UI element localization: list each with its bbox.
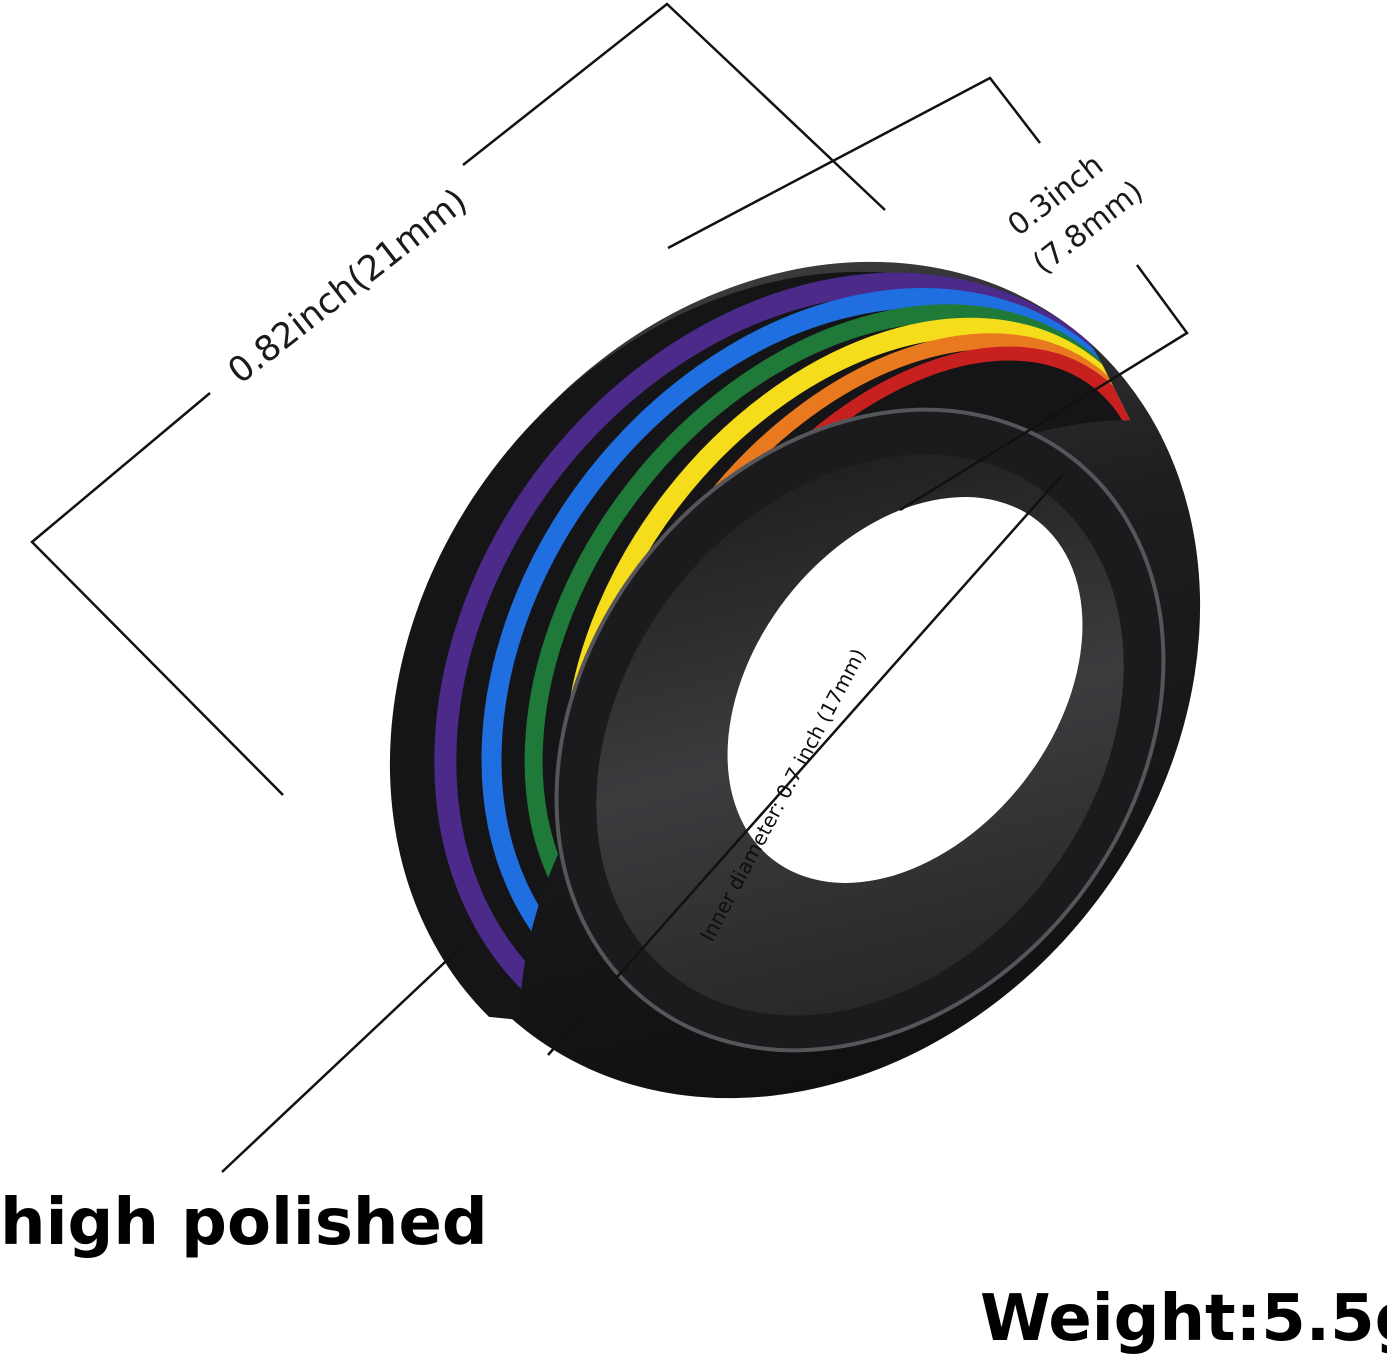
finish-label: high polished: [0, 1186, 488, 1260]
ring-inner-hole: [727, 497, 1083, 883]
ring: [389, 261, 1201, 1099]
dimension-lines: [30, 2, 1189, 1173]
outer-diameter-label: 0.82inch(21mm): [221, 181, 475, 392]
weight-label: Weight:5.5g: [980, 1282, 1387, 1354]
